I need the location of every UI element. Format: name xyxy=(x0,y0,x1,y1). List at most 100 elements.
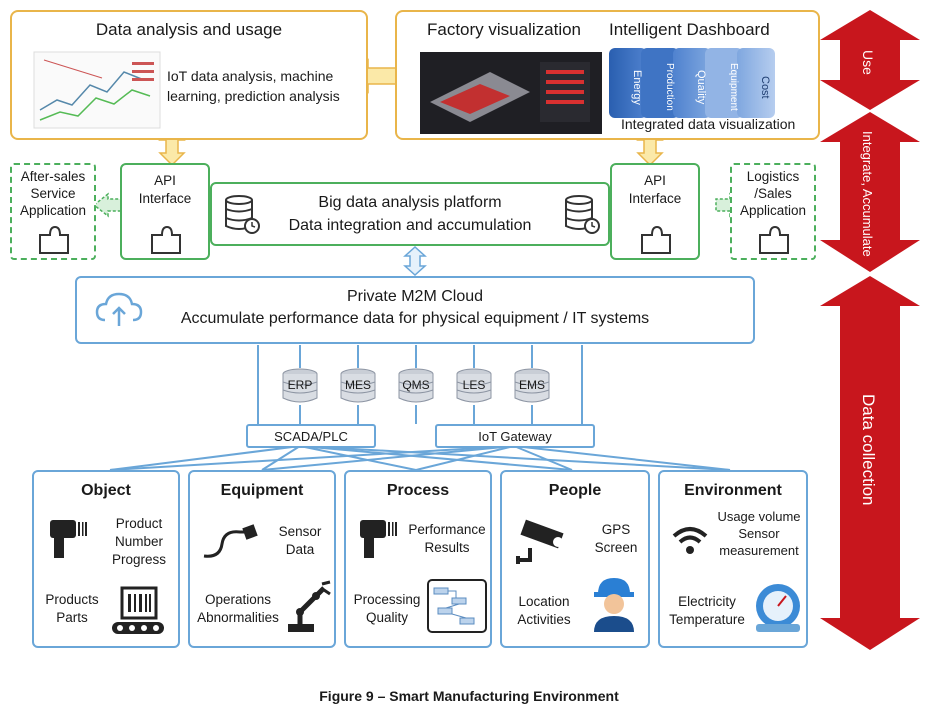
iot-gateway-label: IoT Gateway xyxy=(478,429,552,444)
barcode-scanner-icon xyxy=(360,520,397,558)
side-label-integrate: Integrate, Accumulate xyxy=(860,131,875,257)
category-object: Object Product Number Progress Products … xyxy=(32,470,180,648)
object-l5: Parts xyxy=(56,610,88,625)
object-l2: Number xyxy=(114,534,163,549)
puzzle-icon xyxy=(39,225,69,254)
database-qms-label: QMS xyxy=(402,378,430,392)
category-object-title: Object xyxy=(81,482,131,499)
gauge-meter-icon xyxy=(756,584,800,632)
blue-arrow-platform-cloud xyxy=(403,245,427,277)
api-interface-right: API Interface xyxy=(610,163,700,260)
equipment-l3: Operations xyxy=(204,592,272,607)
category-equipment-title: Equipment xyxy=(220,482,304,499)
private-cloud-box: Private M2M Cloud Accumulate performance… xyxy=(75,276,755,344)
object-l1: Product xyxy=(115,516,163,531)
environment-l1: Usage volume xyxy=(717,509,801,524)
sensor-cable-icon xyxy=(203,524,258,558)
green-arrow-left xyxy=(92,192,123,218)
object-l4: Products xyxy=(45,592,99,607)
equipment-l2: Data xyxy=(285,542,315,557)
people-l4: Activities xyxy=(517,612,571,627)
api-right-line2: Interface xyxy=(628,191,682,206)
object-l3: Progress xyxy=(111,552,167,567)
analysis-graph-icon xyxy=(33,51,161,129)
dashboard-item-production: Production xyxy=(664,63,675,111)
red-arrow-integrate xyxy=(820,112,920,272)
scada-plc-label: SCADA/PLC xyxy=(274,429,348,444)
side-label-use: Use xyxy=(860,49,876,75)
api-left-line1: API xyxy=(154,173,176,188)
dashboard-caption: Integrated data visualization xyxy=(621,116,796,132)
environment-l4: Electricity xyxy=(678,594,736,609)
dashboard-item-quality: Quality xyxy=(695,69,707,105)
people-l3: Location xyxy=(518,594,570,609)
puzzle-icon xyxy=(151,225,181,254)
barcode-scanner-icon xyxy=(50,520,87,558)
people-l2: Screen xyxy=(594,540,638,555)
process-l1: Performance xyxy=(408,522,486,537)
api-right-line1: API xyxy=(644,173,666,188)
platform-line1: Big data analysis platform xyxy=(318,194,502,211)
category-environment: Environment Usage volume Sensor measurem… xyxy=(658,470,808,648)
environment-l5: Temperature xyxy=(669,612,745,627)
dashboard-item-energy: Energy xyxy=(631,69,643,105)
after-sales-app-box: After-sales Service Application xyxy=(10,163,96,260)
intelligent-dashboard-title: Intelligent Dashboard xyxy=(609,20,770,39)
visualization-box: Factory visualization Intelligent Dashbo… xyxy=(395,10,820,140)
big-data-platform-box: Big data analysis platform Data integrat… xyxy=(210,182,610,246)
process-l3: Processing xyxy=(353,592,421,607)
security-camera-icon xyxy=(516,519,564,564)
database-erp-label: ERP xyxy=(287,378,313,392)
factory-visualization-title: Factory visualization xyxy=(427,20,582,39)
after-sales-line3: Application xyxy=(19,203,87,218)
analysis-desc-line1: IoT data analysis, machine xyxy=(167,68,334,84)
cloud-down-links xyxy=(257,345,583,424)
dashboard-panels xyxy=(609,48,775,118)
api-interface-left: API Interface xyxy=(120,163,210,260)
after-sales-line1: After-sales xyxy=(20,169,86,184)
people-l1: GPS xyxy=(601,522,631,537)
database-les: LES xyxy=(454,368,494,406)
database-mes: MES xyxy=(338,368,378,406)
side-label-data-collection: Data collection xyxy=(859,394,878,506)
red-arrow-use xyxy=(820,10,920,110)
database-ems-label: EMS xyxy=(518,378,545,392)
category-people: People GPS Screen Location Activities xyxy=(500,470,650,648)
conveyor-package-icon xyxy=(112,586,164,634)
database-clock-icon xyxy=(225,195,260,234)
data-analysis-box: Data analysis and usage IoT data analysi… xyxy=(10,10,368,140)
puzzle-icon xyxy=(759,225,789,254)
factory-screen-icon xyxy=(420,52,602,134)
process-l2: Results xyxy=(424,540,470,555)
gateway-fanout xyxy=(109,445,731,471)
logistics-line1: Logistics xyxy=(746,169,800,184)
process-l4: Quality xyxy=(365,610,409,625)
logistics-app-box: Logistics /Sales Application xyxy=(730,163,816,260)
category-environment-title: Environment xyxy=(684,482,782,499)
cloud-line2: Accumulate performance data for physical… xyxy=(180,310,650,327)
data-analysis-title: Data analysis and usage xyxy=(95,20,283,39)
category-people-title: People xyxy=(548,482,602,499)
environment-l3: measurement xyxy=(719,543,799,558)
dashboard-item-equipment: Equipment xyxy=(728,63,739,111)
database-les-label: LES xyxy=(462,378,486,392)
logistics-line3: Application xyxy=(739,203,807,218)
equipment-l4: Abnormalities xyxy=(197,610,279,625)
iot-gateway-box: IoT Gateway xyxy=(435,424,595,448)
database-erp: ERP xyxy=(280,368,320,406)
robot-arm-icon xyxy=(288,580,331,632)
logistics-line2: /Sales xyxy=(754,186,792,201)
cloud-upload-icon xyxy=(95,292,143,326)
category-process: Process Performance Results Processing Q… xyxy=(344,470,492,648)
analysis-desc-line2: learning, prediction analysis xyxy=(167,88,340,104)
database-ems: EMS xyxy=(512,368,552,406)
cloud-line1: Private M2M Cloud xyxy=(346,288,484,305)
environment-l2: Sensor xyxy=(738,526,780,541)
after-sales-line2: Service xyxy=(30,186,76,201)
puzzle-icon xyxy=(641,225,671,254)
figure-caption: Figure 9 – Smart Manufacturing Environme… xyxy=(319,688,619,704)
dashboard-item-cost: Cost xyxy=(759,75,771,99)
worker-helmet-icon xyxy=(594,578,634,632)
category-equipment: Equipment Sensor Data Operations Abnorma… xyxy=(188,470,336,648)
